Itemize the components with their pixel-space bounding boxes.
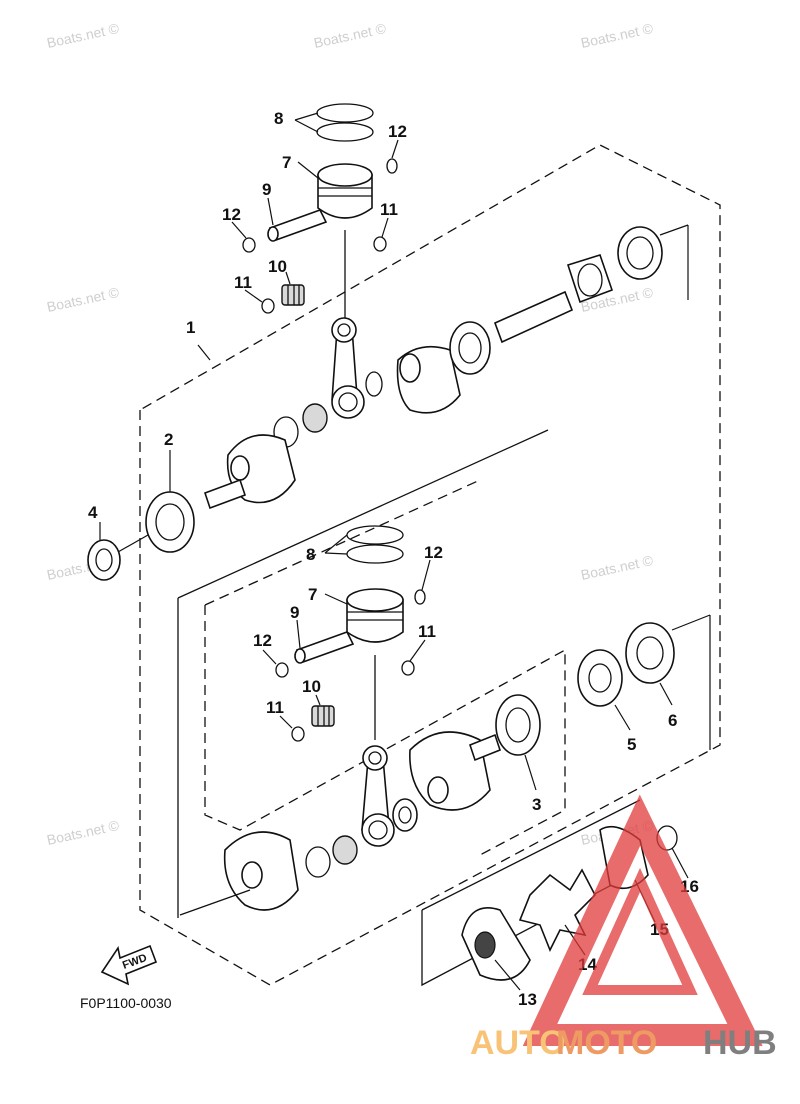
oil-seal [87, 539, 121, 581]
main-bearing [495, 694, 541, 756]
callout-10-lower: 10 [302, 677, 321, 696]
circlip [386, 158, 398, 174]
callout-8-lower: 8 [306, 545, 315, 564]
oil-seal [625, 622, 675, 684]
crankshaft-assembly-boundary [139, 144, 721, 986]
circlip [401, 660, 415, 676]
upper-assembly [203, 103, 689, 510]
piston-ring [346, 544, 404, 564]
callout-9-lower: 9 [290, 603, 299, 622]
brand-logo: AUTO MOTO HUB [470, 794, 777, 1062]
needle-bearing [302, 403, 328, 433]
callout-7-lower: 7 [308, 585, 317, 604]
circlip [261, 298, 275, 314]
forward-arrow-icon: FWD [100, 944, 158, 986]
thrust-washer [392, 798, 418, 832]
watermark: Boats.net © [45, 20, 121, 51]
callout-6: 6 [668, 711, 677, 730]
callout-12-upper-a: 12 [388, 122, 407, 141]
impeller-housing [461, 907, 531, 981]
shaft-coupling [566, 254, 614, 304]
crankshaft-journal [469, 733, 501, 762]
circlip [291, 726, 305, 742]
circlip [373, 236, 387, 252]
callout-1: 1 [186, 318, 195, 337]
needle-bearing [311, 705, 335, 727]
callout-12-lower-a: 12 [424, 543, 443, 562]
brand-text-auto: AUTO [470, 1024, 566, 1062]
oil-seal [577, 649, 623, 707]
callout-11-upper-a: 11 [380, 200, 398, 219]
watermark: Boats.net © [579, 552, 655, 583]
thrust-washer [365, 371, 383, 397]
watermark: Boats.net © [45, 817, 121, 848]
oil-seal [617, 226, 663, 280]
watermark: Boats.net © [45, 284, 121, 315]
brand-triangle-icon [522, 794, 763, 1046]
callout-12-upper-b: 12 [222, 205, 241, 224]
callout-leaders [99, 112, 689, 991]
callout-4: 4 [88, 503, 98, 522]
circlip [275, 662, 289, 678]
ball-bearing [449, 321, 491, 375]
piston-ring [316, 122, 374, 142]
lower-piston-boundary [204, 479, 566, 856]
watermark: Boats.net © [312, 20, 388, 51]
callout-7-upper: 7 [282, 153, 291, 172]
circlip [242, 237, 256, 253]
piston-ring [346, 525, 404, 545]
watermarks: Boats.net © Boats.net © Boats.net © Boat… [45, 20, 655, 848]
figure-code: F0P1100-0030 [80, 995, 172, 1011]
callout-8-upper: 8 [274, 109, 283, 128]
callout-11-lower-b: 11 [266, 698, 284, 717]
circlip [414, 589, 426, 605]
callout-13: 13 [518, 990, 537, 1009]
lower-cylinder-bracket [177, 429, 549, 918]
needle-bearing [281, 284, 305, 306]
crankshaft-journal [493, 290, 574, 344]
thrust-washer [305, 846, 331, 878]
lower-assembly [179, 525, 711, 916]
callout-9-upper: 9 [262, 180, 271, 199]
callout-2: 2 [164, 430, 173, 449]
needle-bearing [332, 835, 358, 865]
piston-ring [316, 103, 374, 123]
callout-3: 3 [532, 795, 541, 814]
watermark: Boats.net © [579, 20, 655, 51]
callout-11-upper-b: 11 [234, 273, 252, 292]
callout-10-upper: 10 [268, 257, 287, 276]
brand-text-hub: HUB [703, 1024, 777, 1062]
callout-5: 5 [627, 735, 636, 754]
brand-text-moto: MOTO [556, 1024, 657, 1062]
callout-12-lower-b: 12 [253, 631, 272, 650]
piston [346, 599, 404, 643]
callout-11-lower-a: 11 [418, 622, 436, 641]
main-bearing [145, 491, 195, 553]
